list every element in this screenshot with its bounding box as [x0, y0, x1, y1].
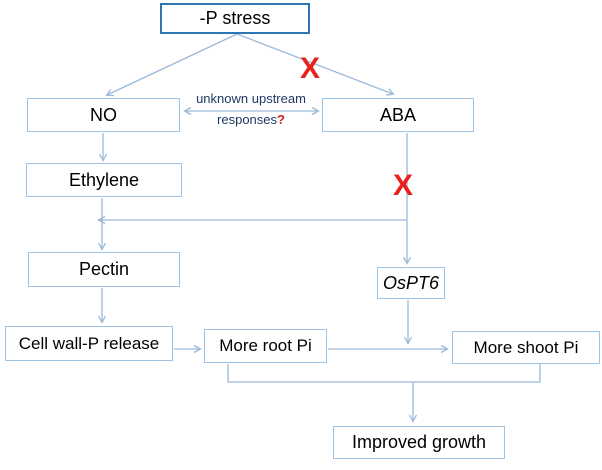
- unknown-upstream-line2: responses: [217, 112, 278, 127]
- arrow-stress-to-aba: [236, 33, 395, 96]
- connector-merge-bottom: [227, 364, 541, 383]
- unknown-upstream-note: unknown upstream responses?: [188, 92, 314, 126]
- blocked-x-aba-downstream: X: [393, 169, 414, 202]
- node-no: NO: [27, 98, 180, 132]
- node-more-root-pi: More root Pi: [204, 329, 327, 363]
- node-p-stress: -P stress: [160, 3, 310, 34]
- node-ethylene: Ethylene: [26, 163, 182, 197]
- arrow-stress-to-no: [105, 33, 238, 97]
- node-aba: ABA: [322, 98, 474, 132]
- node-more-shoot-pi: More shoot Pi: [452, 331, 600, 364]
- node-pectin: Pectin: [28, 252, 180, 287]
- node-cell-wall-p-release: Cell wall-P release: [5, 326, 173, 361]
- node-ospt6: OsPT6: [377, 267, 445, 299]
- node-improved-growth: Improved growth: [333, 426, 505, 459]
- blocked-x-stress-aba: X: [300, 52, 321, 85]
- unknown-upstream-line1: unknown upstream: [196, 91, 306, 106]
- question-mark: ?: [277, 112, 285, 127]
